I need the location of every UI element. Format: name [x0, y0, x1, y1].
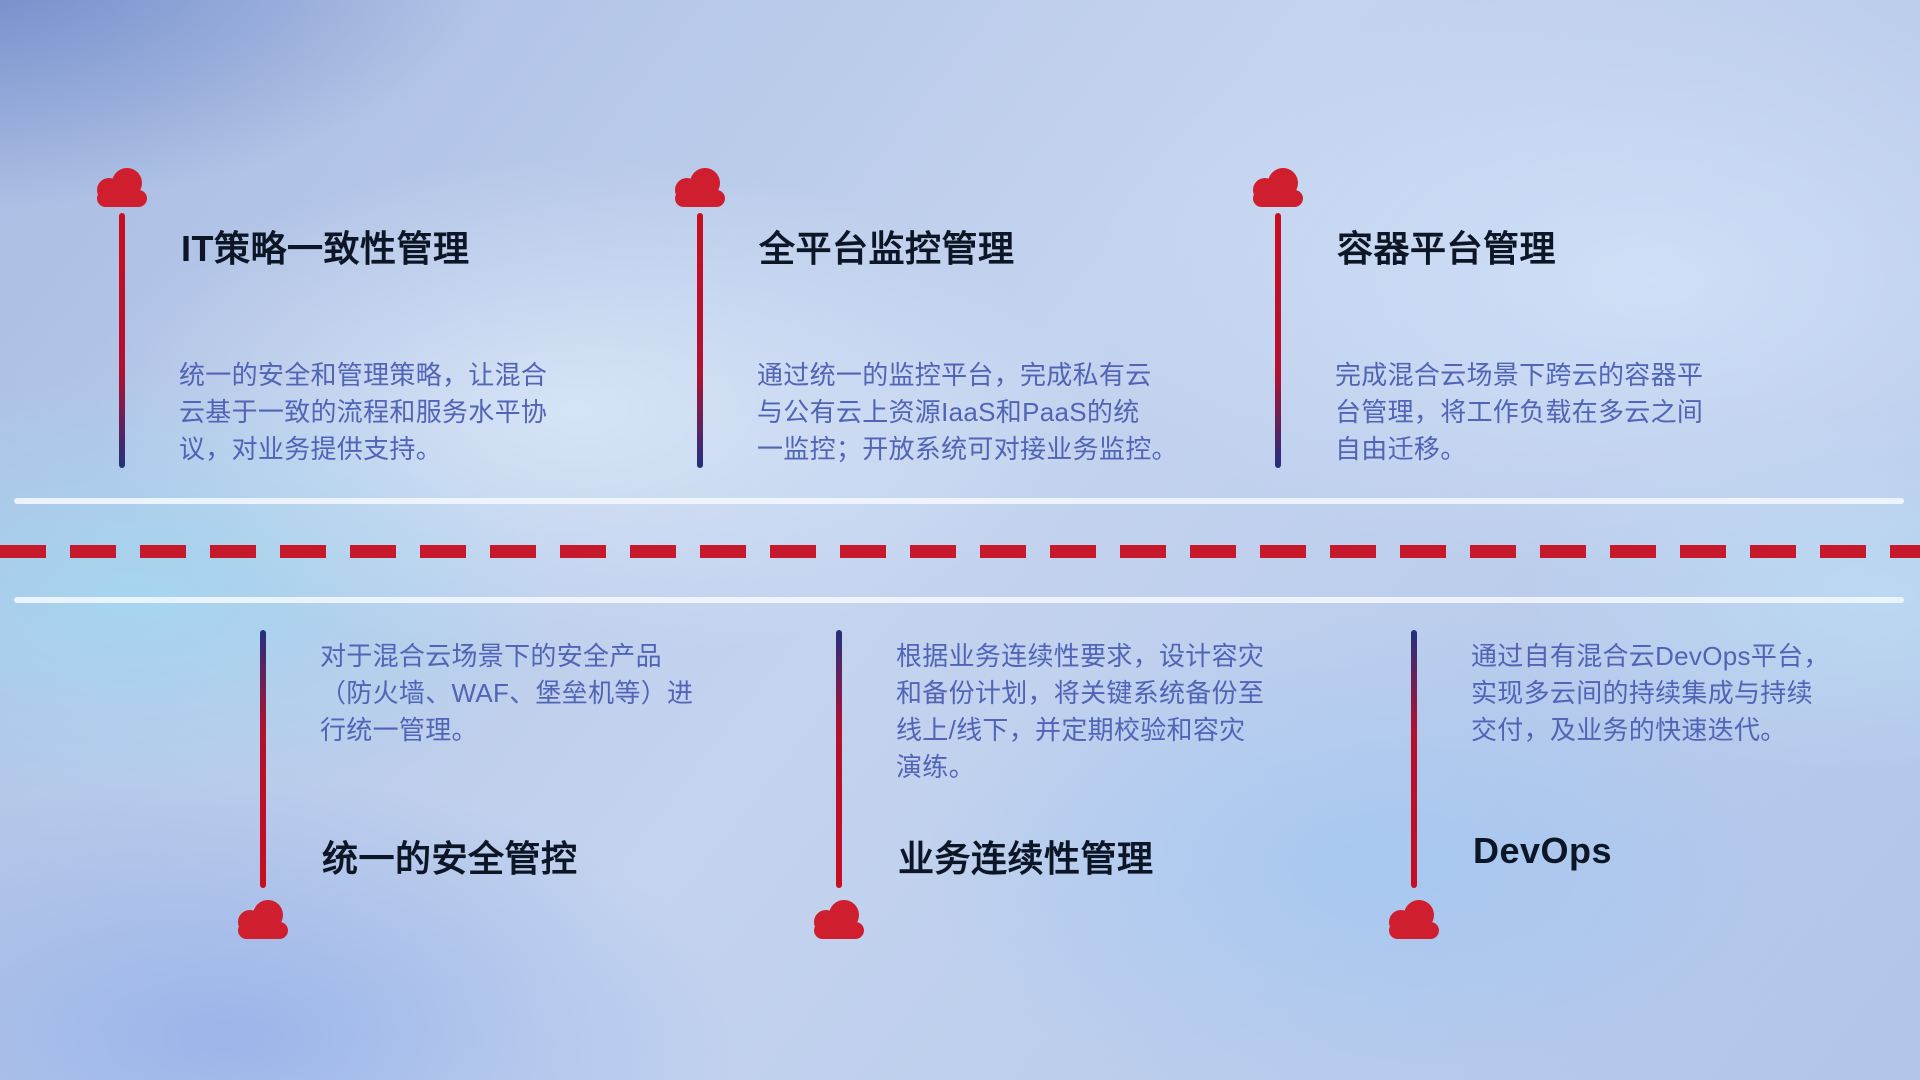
cloud-icon — [97, 168, 147, 207]
cloud-icon — [238, 900, 288, 939]
feature-description: 通过统一的监控平台，完成私有云 与公有云上资源IaaS和PaaS的统 一监控；开… — [757, 360, 1178, 464]
feature-title: DevOps — [1473, 830, 1613, 871]
feature-description: 根据业务连续性要求，设计容灾 和备份计划，将关键系统备份至 线上/线下，并定期校… — [896, 641, 1265, 782]
stem-line — [260, 630, 266, 888]
timeline-dashed-line — [0, 545, 1920, 558]
feature-title: IT策略一致性管理 — [181, 228, 470, 269]
cloud-icon — [1389, 900, 1439, 939]
feature-title: 业务连续性管理 — [898, 838, 1154, 879]
cloud-icon — [1253, 168, 1303, 207]
stem-line — [1275, 213, 1281, 468]
timeline-lower-line — [14, 597, 1904, 603]
cloud-icon — [675, 168, 725, 207]
feature-description: 对于混合云场景下的安全产品 （防火墙、WAF、堡垒机等）进 行统一管理。 — [320, 641, 694, 745]
feature-title: 统一的安全管控 — [322, 838, 578, 879]
feature-description: 通过自有混合云DevOps平台， 实现多云间的持续集成与持续 交付，及业务的快速… — [1471, 641, 1830, 745]
stem-line — [1411, 630, 1417, 888]
stem-line — [697, 213, 703, 468]
stem-line — [119, 213, 125, 468]
feature-title: 全平台监控管理 — [759, 228, 1015, 269]
feature-description: 统一的安全和管理策略，让混合 云基于一致的流程和服务水平协 议，对业务提供支持。 — [179, 360, 548, 464]
feature-description: 完成混合云场景下跨云的容器平 台管理，将工作负载在多云之间 自由迁移。 — [1335, 360, 1704, 464]
stem-line — [836, 630, 842, 888]
feature-title: 容器平台管理 — [1337, 228, 1557, 269]
timeline-upper-line — [14, 498, 1904, 504]
cloud-icon — [814, 900, 864, 939]
